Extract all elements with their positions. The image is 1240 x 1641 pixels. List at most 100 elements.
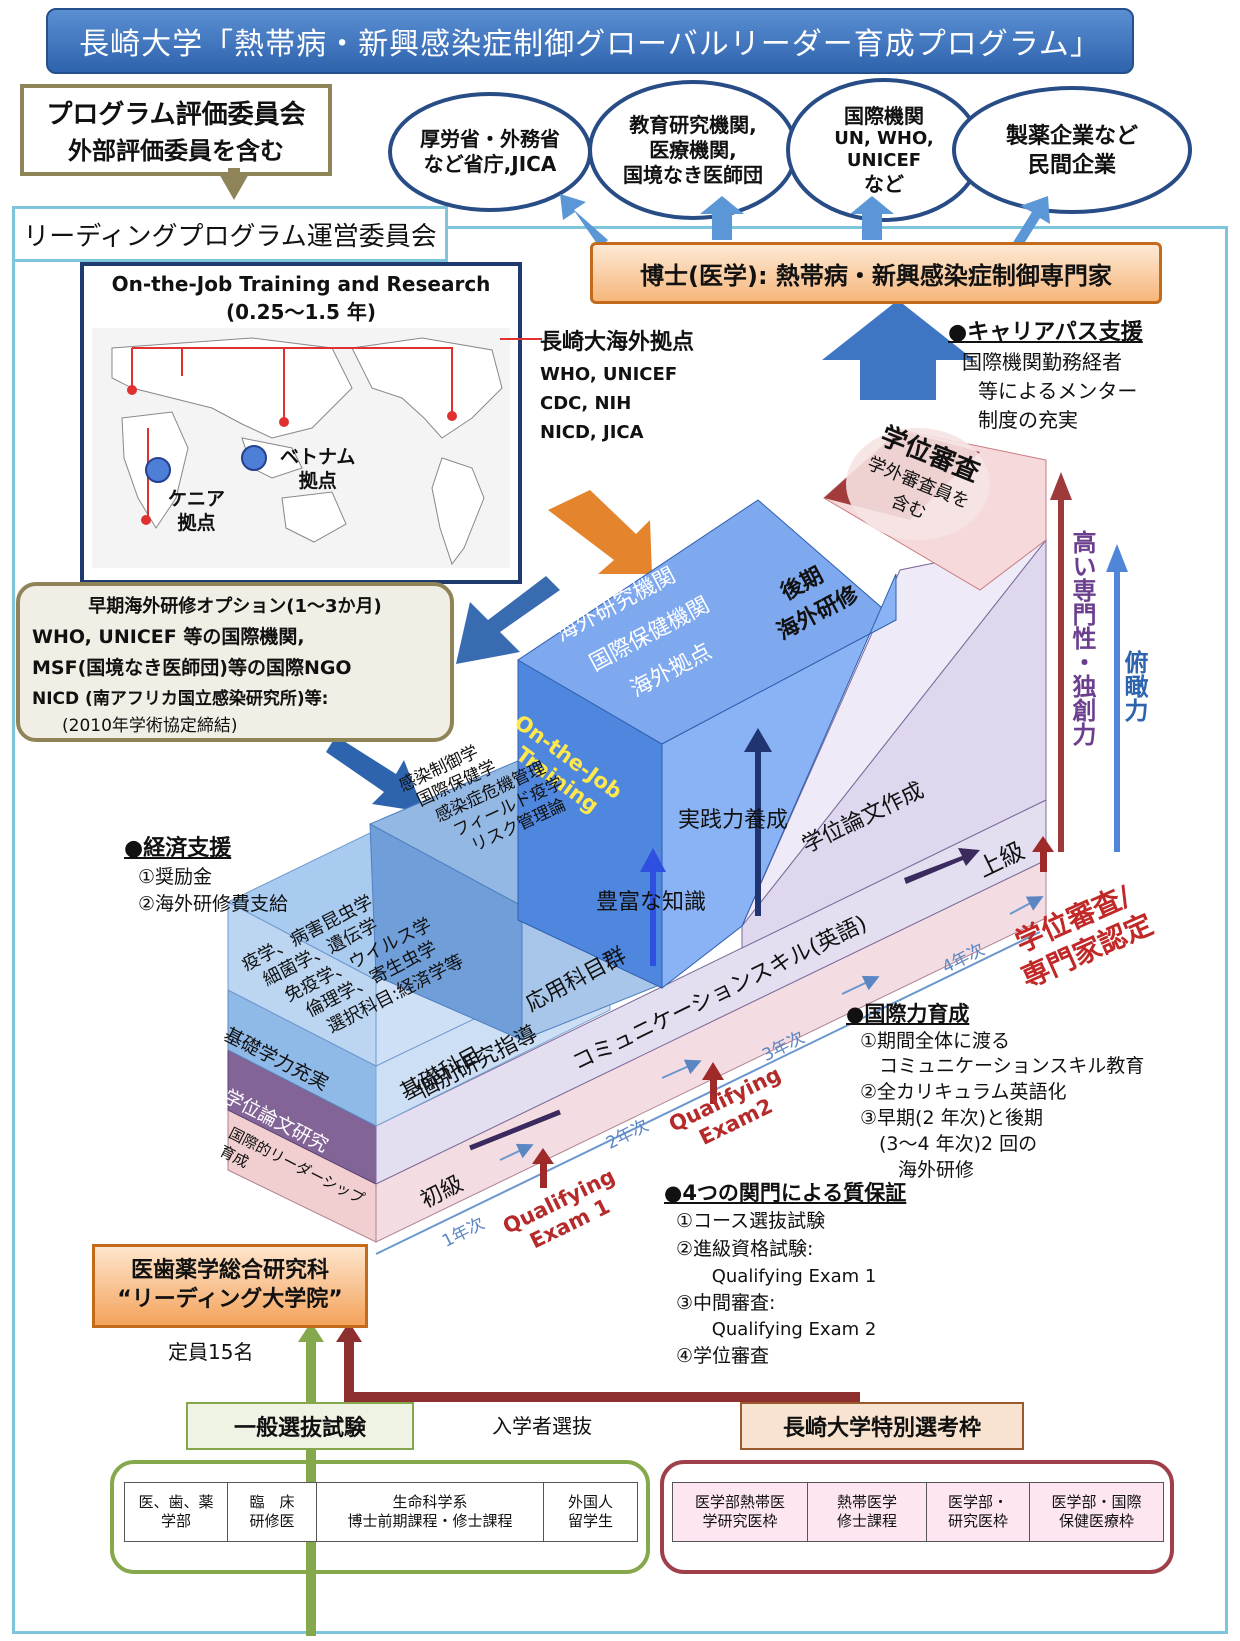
- international-skills-title: ●国際力育成: [846, 1002, 970, 1026]
- evaluation-committee-note: 外部評価委員を含む: [68, 137, 284, 165]
- career-industry: 製薬企業など 民間企業: [970, 110, 1174, 194]
- green-cell: 外国人 留学生: [544, 1483, 637, 1541]
- career-text: 国境なき医師団: [623, 162, 763, 187]
- pink-cell-line: 学研究医枠: [702, 1512, 778, 1530]
- overseas-bases-title: 長崎大海外拠点: [540, 330, 695, 355]
- practical-arrow: [744, 728, 772, 916]
- map-point: [141, 515, 151, 525]
- economic-support: ●経済支援 ①奨励金 ②海外研修費支給: [124, 830, 288, 916]
- overseas-bases-line: CDC, NIH: [540, 393, 632, 414]
- quality-assurance-line: Qualifying Exam 1: [688, 1265, 877, 1287]
- special-selection-label: 長崎大学特別選考枠: [782, 1416, 981, 1441]
- career-international: 国際機関 UN, WHO, UNICEF など: [800, 86, 968, 214]
- career-support-title: ●キャリアパス支援: [948, 320, 1143, 345]
- overseas-bases: 長崎大海外拠点 WHO, UNICEF CDC, NIH NICD, JICA: [540, 324, 694, 443]
- steering-committee-box: リーディングプログラム運営委員会: [12, 206, 448, 262]
- quality-assurance-line: Qualifying Exam 2: [688, 1319, 877, 1341]
- green-cell-line: 博士前期課程・修士課程: [347, 1512, 513, 1530]
- step3-side: [661, 573, 897, 990]
- overview-arrow: [1106, 544, 1128, 852]
- career-text: など省庁,JICA: [423, 152, 557, 176]
- admission-label: 入学者選抜: [492, 1414, 592, 1438]
- graduate-school-name: 医歯薬学総合研究科: [130, 1258, 329, 1284]
- green-cell-line: 学部: [160, 1512, 191, 1530]
- pink-cell-line: 医学部熱帯医: [694, 1492, 785, 1511]
- general-admission-table: 医、歯、薬 学部 臨 床 研修医 生命科学系 博士前期課程・修士課程 外国人 留…: [124, 1482, 638, 1542]
- career-text: 厚労省・外務省: [420, 127, 560, 151]
- year-tick-2: [661, 1059, 702, 1079]
- quality-assurance-line: ②進級資格試験:: [676, 1237, 814, 1260]
- evaluation-arrow: [218, 172, 250, 200]
- pink-cell: 医学部・国際 保健医療枠: [1030, 1483, 1163, 1541]
- qe1-arrow: [532, 1148, 554, 1188]
- quality-assurance: ●4つの関門による質保証 ①コース選抜試験 ②進級資格試験: Qualifyin…: [664, 1178, 906, 1371]
- green-cell-line: 外国人: [567, 1492, 613, 1511]
- career-text: 国際機関: [844, 104, 924, 129]
- career-text: 製薬企業など: [1005, 124, 1138, 150]
- map-lines: [131, 347, 453, 518]
- career-text: など: [864, 171, 904, 196]
- kenya-label: ケニア 拠点: [168, 488, 225, 536]
- career-text: 医療機関,: [649, 137, 737, 162]
- ojt-map-box: On-the-Job Training and Research (0.25〜1…: [80, 262, 522, 584]
- green-cell-line: 研修医: [249, 1512, 295, 1530]
- map-australia: [281, 491, 347, 543]
- quality-assurance-line: ③中間審査:: [676, 1291, 776, 1314]
- pink-cell-line: 医学部・: [947, 1492, 1008, 1511]
- arrow-to-industry: [1012, 196, 1050, 250]
- international-skills-line: ③早期(2 年次)と後期: [860, 1107, 1043, 1130]
- early-training-title: 早期海外研修オプション(1〜3か月): [88, 596, 382, 617]
- green-cell-line: 留学生: [567, 1512, 613, 1530]
- map-north-america: [351, 337, 503, 439]
- career-text: UN, WHO,: [834, 128, 934, 150]
- beginner-line: [469, 1109, 561, 1151]
- vietnam-label-line: 拠点: [298, 469, 337, 492]
- early-training-line: NICD (南アフリカ国立感染研究所)等:: [32, 689, 329, 709]
- knowledge-label: 豊富な知識: [596, 890, 707, 915]
- international-skills: ●国際力育成 ①期間全体に渡る コミュニケーションスキル教育 ②全カリキュラム英…: [846, 1000, 1144, 1184]
- world-map: [92, 328, 510, 568]
- pink-cell-line: 修士課程: [836, 1512, 897, 1530]
- year-timeline: [375, 931, 1041, 1255]
- vietnam-label-line: ベトナム: [280, 446, 356, 468]
- ojt-to-map-arrow: [456, 576, 560, 664]
- economic-support-line: ②海外研修費支給: [138, 893, 289, 915]
- qe2-arrow: [702, 1062, 724, 1104]
- green-cell-line: 臨 床: [249, 1492, 295, 1511]
- ojt-title: On-the-Job Training and Research: [111, 272, 491, 296]
- map-point: [447, 411, 457, 421]
- phd-label: 博士(医学): 熱帯病・新興感染症制御専門家: [640, 261, 1112, 290]
- international-skills-line: ①期間全体に渡る: [860, 1029, 1011, 1052]
- title-banner: 長崎大学「熱帯病・新興感染症制御グローバルリーダー育成プログラム」: [46, 8, 1134, 74]
- career-text: 教育研究機関,: [629, 112, 757, 137]
- capacity-label: 定員15名: [168, 1340, 254, 1364]
- knowledge-arrow: [640, 848, 666, 966]
- overseas-bases-line: NICD, JICA: [540, 422, 644, 443]
- career-support: ●キャリアパス支援 国際機関勤務経者 等によるメンター 制度の充実: [948, 314, 1143, 433]
- overseas-bases-line: WHO, UNICEF: [540, 364, 678, 385]
- green-cell: 医、歯、薬 学部: [125, 1483, 228, 1541]
- green-cell-line: 生命科学系: [392, 1492, 468, 1511]
- career-arrows: [560, 194, 1050, 250]
- expertise-label: 高い専門性・独創力: [1068, 530, 1096, 746]
- economic-support-title: ●経済支援: [124, 836, 232, 861]
- arrow-to-international: [850, 196, 894, 240]
- map-south-america: [431, 457, 485, 566]
- kenya-label-line: 拠点: [177, 511, 216, 534]
- ojt-duration: (0.25〜1.5 年): [225, 300, 377, 324]
- career-text: 民間企業: [1027, 153, 1116, 178]
- expertise-arrow: [1050, 472, 1072, 852]
- early-training-box: 早期海外研修オプション(1〜3か月) WHO, UNICEF 等の国際機関, M…: [16, 582, 454, 742]
- graduate-school-subtitle: “リーディング大学院”: [117, 1287, 343, 1312]
- international-skills-line: ②全カリキュラム英語化: [860, 1081, 1067, 1104]
- evaluation-committee-box: プログラム評価委員会 外部評価委員を含む: [20, 84, 332, 176]
- international-skills-line: コミュニケーションスキル教育: [860, 1055, 1145, 1078]
- career-text: UNICEF: [846, 150, 922, 171]
- early-training-line: MSF(国境なき医師団)等の国際NGO: [32, 657, 352, 679]
- pink-cell-line: 研究医枠: [947, 1512, 1008, 1530]
- phd-box: 博士(医学): 熱帯病・新興感染症制御専門家: [590, 242, 1162, 304]
- overview-label: 俯瞰力: [1120, 650, 1148, 722]
- quality-assurance-line: ①コース選抜試験: [676, 1210, 826, 1233]
- special-selection-box: 長崎大学特別選考枠: [740, 1402, 1024, 1450]
